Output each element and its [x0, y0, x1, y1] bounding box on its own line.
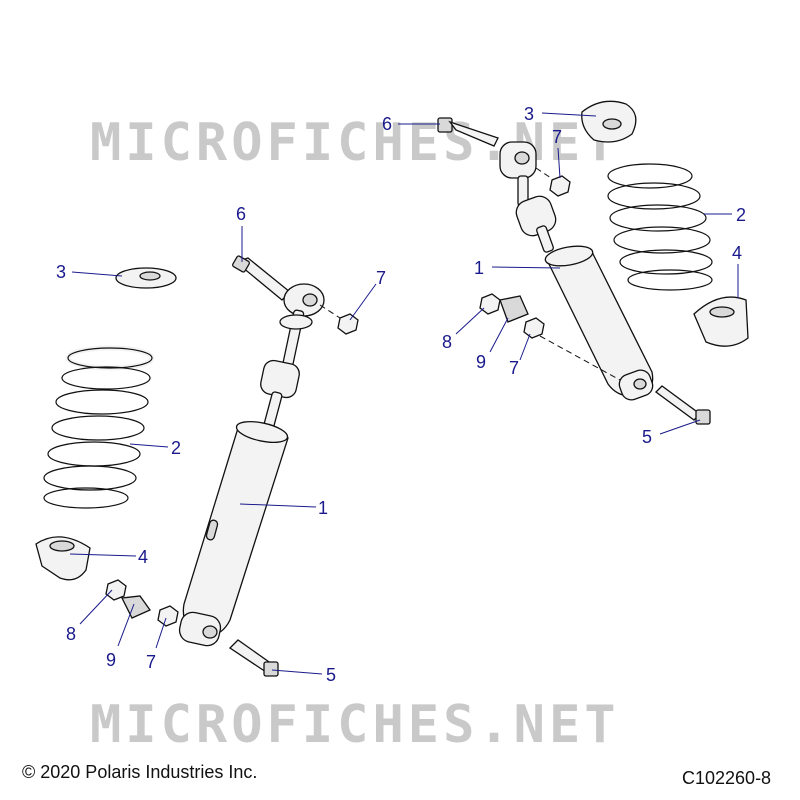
left-callout-7-top: 7	[376, 268, 386, 288]
left-upper-eye	[283, 283, 325, 317]
right-bolt	[437, 117, 499, 147]
left-spring-retainer	[115, 267, 177, 289]
left-callout-7-bottom: 7	[146, 652, 156, 672]
left-nut-top	[337, 313, 359, 335]
right-nut7-dash	[535, 167, 555, 181]
left-bolt	[232, 255, 291, 301]
diagram-id: C102260-8	[682, 768, 771, 788]
right-shock-rod	[515, 175, 557, 253]
watermark-bottom: MICROFICHES.NET	[90, 695, 620, 755]
right-callout-7-bottom: 7	[509, 358, 519, 378]
left-spring	[43, 345, 155, 509]
right-shock-body	[544, 245, 654, 397]
left-lower-eye	[178, 611, 222, 647]
left-shock-rod	[260, 309, 313, 429]
left-lower-seat	[35, 536, 91, 581]
right-callout-3: 3	[524, 104, 534, 124]
right-nut-8	[479, 293, 501, 315]
right-callout-7-top: 7	[552, 127, 562, 147]
right-callout-6: 6	[382, 114, 392, 134]
copyright-text: © 2020 Polaris Industries Inc.	[22, 762, 257, 782]
left-shock-body	[182, 421, 289, 637]
right-upper-eye	[499, 141, 537, 179]
left-callout-2: 2	[171, 438, 181, 458]
right-lower-eye	[618, 369, 654, 401]
right-nut7-dash-lower	[539, 335, 621, 381]
right-spring-retainer	[581, 100, 637, 143]
right-spring	[607, 163, 713, 291]
right-callout-8: 8	[442, 332, 452, 352]
left-nut-bottom	[157, 605, 179, 627]
right-nut-top	[549, 175, 571, 197]
right-callout-9: 9	[476, 352, 486, 372]
right-callout-1: 1	[474, 258, 484, 278]
left-callout-8: 8	[66, 624, 76, 644]
left-callout-5: 5	[326, 665, 336, 685]
right-lower-seat	[693, 296, 749, 347]
watermark-top: MICROFICHES.NET	[90, 113, 620, 173]
left-nut-8	[105, 579, 127, 601]
left-callout-9: 9	[106, 650, 116, 670]
left-clip	[121, 595, 151, 619]
right-callout-4: 4	[732, 243, 742, 263]
left-nut7-dash	[319, 304, 341, 319]
left-callout-6: 6	[236, 204, 246, 224]
left-callout-1: 1	[318, 498, 328, 518]
right-nut-7-lower	[523, 317, 545, 339]
right-clip	[499, 295, 529, 323]
right-callout-5: 5	[642, 427, 652, 447]
right-callout-2: 2	[736, 205, 746, 225]
callout-leaders	[69, 112, 739, 675]
left-callout-4: 4	[138, 547, 148, 567]
right-bolt-5	[655, 385, 711, 425]
left-bolt-5	[228, 639, 279, 677]
left-callout-3: 3	[56, 262, 66, 282]
